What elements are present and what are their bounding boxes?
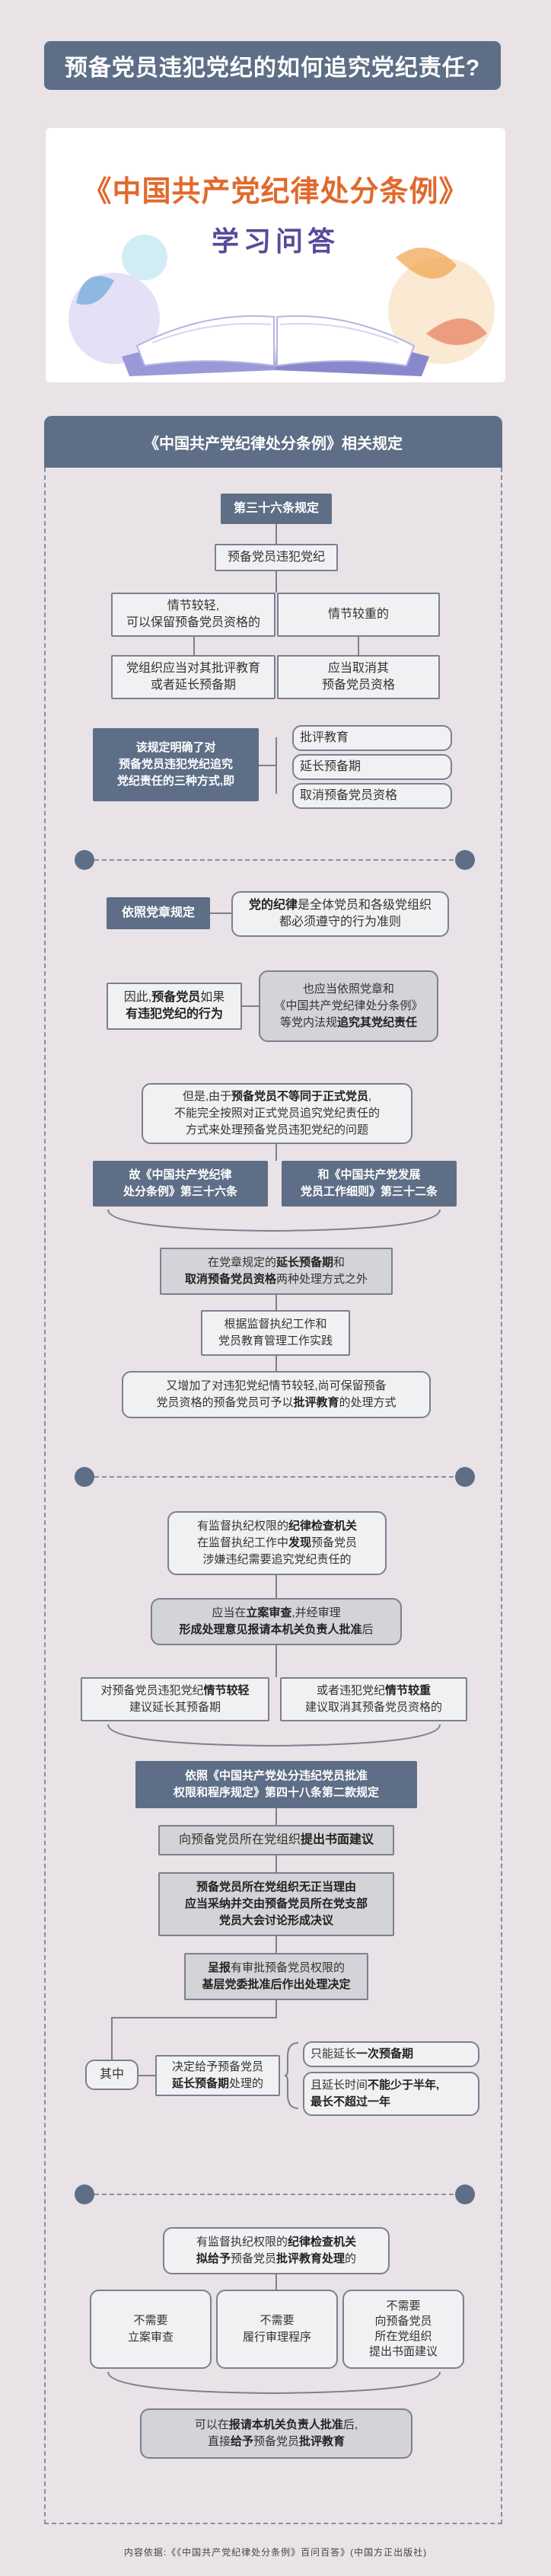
cover-title: 《中国共产党纪律处分条例》 [82, 176, 469, 208]
heavy-result-box: 应当取消其 预备党员资格 [277, 655, 440, 699]
light-case-box: 情节较轻, 可以保留预备党员资格的 [111, 593, 276, 637]
divider-dot-right [455, 2184, 475, 2204]
also-box: 也应当依照党章和 《中国共产党纪律处分条例》 等党内法规追究其党纪责任 [259, 970, 438, 1042]
charter-label: 依照党章规定 [107, 897, 210, 929]
file-case-box: 应当在立案审查,并经审理 形成处理意见报请本机关负责人批准后 [151, 1598, 402, 1645]
section-header: 《中国共产党纪律处分条例》相关规定 [44, 416, 502, 468]
article-36-label: 第三十六条规定 [221, 494, 332, 524]
no-filing-box: 不需要 立案审查 [90, 2290, 212, 2369]
no-trial-box: 不需要 履行审理程序 [216, 2290, 338, 2369]
organ-box: 有监督执纪权限的纪律检查机关 在监督执纪工作中发现预备党员 涉嫌违纪需要追究党纪… [167, 1511, 387, 1575]
heavy-case-box: 情节较重的 [277, 593, 440, 637]
criticism-organ-box: 有监督执纪权限的纪律检查机关 拟给予预备党员批评教育处理的 [163, 2227, 390, 2274]
heavy-suggest-box: 或者违犯党纪情节较重 建议取消其预备党员资格的 [280, 1677, 467, 1721]
method-criticism: 批评教育 [292, 725, 452, 751]
light-suggest-box: 对预备党员违犯党纪情节较轻 建议延长其预备期 [81, 1677, 269, 1721]
practice-box: 根据监督执纪工作和 党员教育管理工作实践 [201, 1310, 350, 1356]
final-box: 可以在报请本机关负责人批准后, 直接给予预备党员批评教育 [140, 2408, 412, 2459]
page-title: 预备党员违犯党纪的如何追究党纪责任? [44, 41, 501, 90]
to-branch-box: 向预备党员所在党组织提出书面建议 [158, 1825, 394, 1855]
brace-connector [107, 1724, 441, 1747]
content-panel [44, 468, 502, 2524]
branch-box: 预备党员所在党组织无正当理由 应当采纳并交由预备党员所在党支部 党员大会讨论形成… [158, 1872, 394, 1936]
decide-box: 决定给予预备党员 延长预备期处理的 [155, 2055, 280, 2096]
charter-text: 党的纪律是全体党员和各级党组织 都必须遵守的行为准则 [231, 891, 449, 937]
no-suggestion-box: 不需要 向预备党员 所在党组织 提出书面建议 [342, 2290, 464, 2369]
book-illustration [68, 235, 495, 376]
light-result-box: 党组织应当对其批评教育 或者延长预备期 [111, 655, 276, 699]
method-extend: 延长预备期 [292, 754, 452, 780]
among-label: 其中 [85, 2060, 139, 2090]
article-32-ref: 和《中国共产党发展 党员工作细则》第三十二条 [282, 1161, 457, 1207]
divider-dot-left [75, 1467, 94, 1487]
source-footer: 内容依据:《《中国共产党纪律处分条例》百问百答》(中国方正出版社) [123, 2547, 428, 2558]
brace-connector [107, 2371, 441, 2395]
therefore-box: 因此,预备党员如果 有违犯党纪的行为 [107, 983, 242, 1030]
subject-box: 预备党员违犯党纪 [215, 544, 338, 571]
extend-duration-box: 且延长时间不能少于半年, 最长不超过一年 [303, 2072, 479, 2116]
cover-subtitle: 学习问答 [211, 226, 339, 257]
article-36-ref: 故《中国共产党纪律 处分条例》第三十六条 [93, 1161, 268, 1207]
divider-dot-right [455, 850, 475, 870]
bracket-connector [285, 2042, 299, 2109]
but-box: 但是,由于预备党员不等同于正式党员, 不能完全按照对正式党员追究党纪责任的 方式… [142, 1083, 412, 1144]
divider-dot-left [75, 2184, 94, 2204]
divider-dot-left [75, 850, 94, 870]
extend-once-box: 只能延长一次预备期 [303, 2041, 479, 2067]
method-cancel: 取消预备党员资格 [292, 783, 452, 809]
charter-extra-box: 在党章规定的延长预备期和 取消预备党员资格两种处理方式之外 [160, 1248, 393, 1295]
added-method-box: 又增加了对违犯党纪情节较轻,尚可保留预备 党员资格的预备党员可予以批评教育的处理… [122, 1371, 431, 1418]
brace-connector [107, 1209, 441, 1232]
divider-dot-right [455, 1467, 475, 1487]
regulation-label: 依照《中国共产党处分违纪党员批准 权限和程序规定》第四十八条第二款规定 [135, 1761, 417, 1808]
report-box: 呈报有审批预备党员权限的 基层党委批准后作出处理决定 [184, 1953, 368, 2000]
summary-box: 该规定明确了对 预备党员违犯党纪追究 党纪责任的三种方式,即 [93, 728, 259, 801]
cover-image: 《中国共产党纪律处分条例》 学习问答 [46, 128, 505, 382]
